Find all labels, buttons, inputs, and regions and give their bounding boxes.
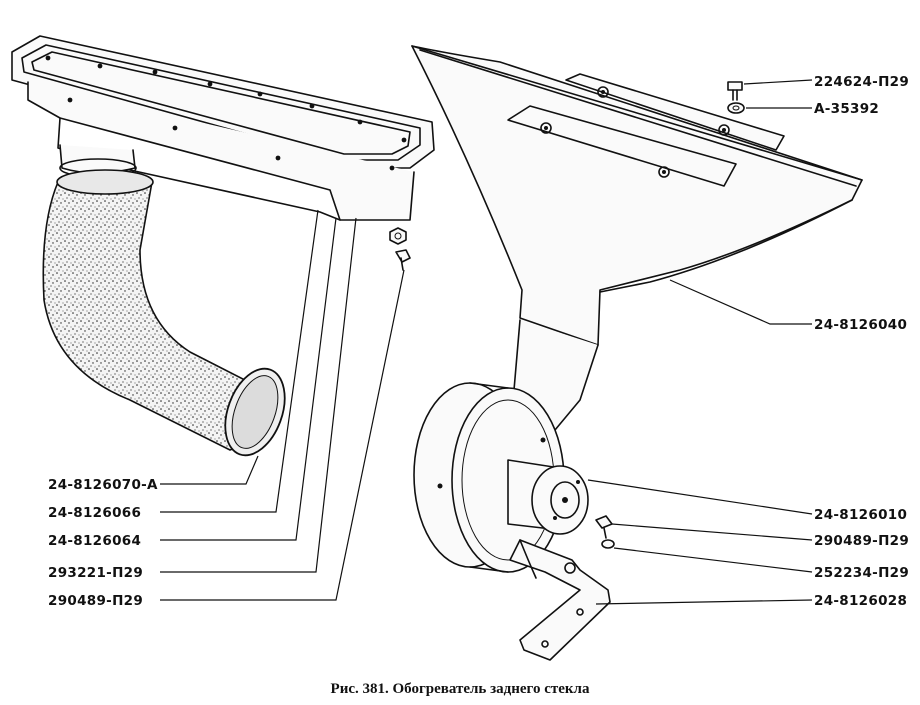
fan-housing (413, 382, 589, 573)
screw-and-washer-right (595, 515, 615, 549)
label-washer-top: А-35392 (814, 101, 879, 117)
label-gasket: 24-8126064 (48, 533, 141, 549)
label-bolt-top: 224624-П29 (814, 74, 909, 90)
label-inlet-box: 24-8126066 (48, 505, 141, 521)
label-washer-right: 252234-П29 (814, 565, 909, 581)
funnel-duct (411, 45, 863, 431)
label-bottom-hose: 24-8126070-А (48, 477, 158, 493)
label-screw-right: 290489-П29 (814, 533, 909, 549)
leader-lines (160, 79, 813, 605)
label-fan-motor: 24-8126010 (814, 507, 907, 523)
label-bracket: 24-8126028 (814, 593, 907, 609)
inlet-box (11, 35, 435, 221)
figure-caption: Рис. 381. Обогреватель заднего стекла (331, 681, 590, 697)
bolt-and-washer-top (727, 81, 745, 114)
mounting-bracket (509, 539, 611, 661)
label-screw-left: 290489-П29 (48, 593, 143, 609)
nut-and-screw-left (389, 227, 411, 271)
hose-elbow (42, 169, 286, 457)
label-funnel-duct: 24-8126040 (814, 317, 907, 333)
label-nut-left: 293221-П29 (48, 565, 143, 581)
part-labels: 24-8126070-А 24-8126066 24-8126064 29322… (48, 74, 909, 609)
